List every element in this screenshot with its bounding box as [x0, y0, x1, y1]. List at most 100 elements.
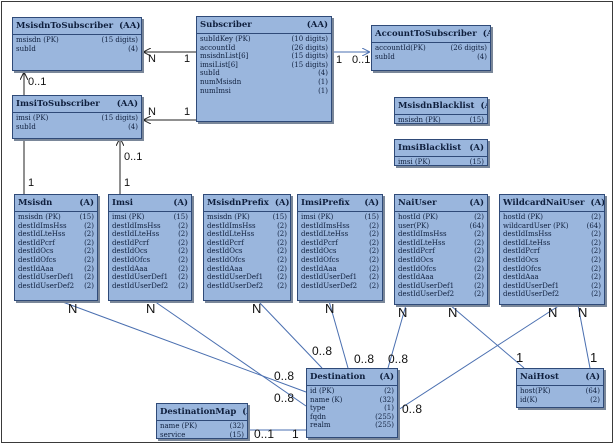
entity-msisdn-blacklist[interactable]: MsisdnBlacklist(A)msisdn (PK)(15): [394, 97, 488, 124]
attribute-row: destIdOcs(2): [18, 247, 94, 256]
attribute-size: (2): [84, 230, 94, 239]
attribute-name: destIdOfcs: [207, 255, 246, 264]
entity-destination[interactable]: Destination(A)id (PK)(2)name (K)(32)type…: [306, 368, 398, 438]
attribute-name: msisdn (PK): [207, 213, 250, 221]
attribute-row: destIdLteHss(2): [398, 239, 484, 248]
attribute-row: destIdPcrf (2): [301, 239, 379, 248]
entity-msisdn-to-subscriber[interactable]: MsisdnToSubscriber(AA)msisdn (PK)(15 dig…: [12, 17, 142, 71]
attribute-name: hostId (PK): [398, 213, 439, 221]
entity-imsi[interactable]: Imsi(A)imsi (PK)(15)destIdImsHss(2)destI…: [108, 194, 192, 301]
attribute-name: imsi (PK): [398, 158, 431, 166]
cardinality-label: N: [578, 305, 588, 320]
attribute-name: hostId (PK): [503, 213, 544, 221]
entity-attributes: accountId(PK)(26 digits)subId(4): [372, 43, 490, 62]
attribute-name: destIdAaa: [503, 273, 539, 282]
attribute-name: imsi (PK): [112, 213, 145, 221]
attribute-size: (255): [375, 421, 394, 430]
attribute-size: (2): [369, 238, 379, 247]
entity-name: Imsi: [112, 198, 133, 208]
attribute-size: (2): [369, 230, 379, 239]
attribute-size: (2): [474, 264, 484, 273]
entity-title: ImsiBlacklist(A): [395, 140, 487, 157]
entity-wildcard-nai-user[interactable]: WildcardNaiUser(A)hostId (PK)(2)wildcard…: [499, 194, 605, 305]
entity-imsi-blacklist[interactable]: ImsiBlacklist(A)imsi (PK)(15): [394, 139, 488, 166]
attribute-row: subId(4): [16, 123, 138, 132]
entity-destination-map[interactable]: DestinationMap(AA)name (PK)(32)service(1…: [156, 403, 248, 439]
attribute-name: destIdOcs: [18, 247, 54, 256]
attribute-size: (2): [369, 273, 379, 282]
entity-attributes: hostId (PK)(2)user(PK)(64)destIdImsHss(2…: [395, 212, 487, 300]
entity-type: (AA): [119, 21, 141, 31]
entity-type: (A): [590, 198, 605, 208]
entity-account-to-subscriber[interactable]: AccountToSubscriber(AA)accountId(PK)(26 …: [371, 25, 491, 71]
attribute-size: (2): [277, 230, 287, 239]
entity-title: MsisdnToSubscriber (AA): [13, 18, 141, 35]
attribute-name: destIdAaa: [301, 264, 337, 273]
attribute-row: destIdOfcs(2): [112, 256, 188, 265]
entity-type: (A): [469, 143, 484, 153]
entity-msisdn[interactable]: Msisdn(A)msisdn (PK)(15)destIdImsHss(2)d…: [14, 194, 98, 301]
attribute-row: hostId (PK) (2): [398, 213, 484, 222]
entity-nai-host[interactable]: NaiHost(A)host(PK)(64)id(K)(2): [516, 368, 604, 408]
attribute-row: user(PK)(64): [398, 222, 484, 231]
attribute-name: destIdImsHss: [18, 221, 67, 230]
attribute-name: destIdImsHss: [398, 230, 447, 239]
attribute-size: (2): [84, 221, 94, 230]
attribute-row: destIdImsHss(2): [112, 222, 188, 231]
cardinality-label: N: [325, 301, 335, 316]
attribute-row: destIdImsHss(2): [503, 230, 601, 239]
entity-msisdn-prefix[interactable]: MsisdnPrefix(A)msisdn (PK)(15)destIdImsH…: [203, 194, 291, 301]
attribute-size: (2): [178, 238, 188, 247]
attribute-name: destIdImsHss: [207, 221, 256, 230]
attribute-name: destIdUserDef1: [398, 281, 455, 290]
entity-name: ImsiPrefix: [301, 198, 350, 208]
attribute-row: accountId(26 digits): [200, 44, 328, 53]
attribute-size: (2): [277, 281, 287, 290]
entity-nai-user[interactable]: NaiUser(A)hostId (PK)(2)user(PK)(64)dest…: [394, 194, 488, 305]
attribute-name: destIdOfcs: [18, 255, 57, 264]
attribute-name: destIdPcrf: [301, 238, 338, 247]
attribute-row: destIdPcrf(2): [207, 239, 287, 248]
entity-attributes: id (PK)(2)name (K)(32)type(1)fqdn(255)re…: [307, 386, 397, 431]
attribute-size: (15): [272, 213, 287, 221]
attribute-size: (2): [474, 213, 484, 221]
attribute-size: (255): [375, 412, 394, 421]
attribute-row: destIdAaa(2): [503, 273, 601, 282]
entity-imsi-prefix[interactable]: ImsiPrefix(A)imsi (PK)(15)destIdImsHss(2…: [297, 194, 383, 301]
attribute-row: subIdKey (PK)(10 digits): [200, 35, 328, 44]
attribute-row: destIdOcs(2): [503, 256, 601, 265]
attribute-row: destIdUserDef1(2): [503, 282, 601, 291]
entity-subscriber[interactable]: Subscriber(AA)subIdKey (PK)(10 digits)ac…: [196, 16, 332, 122]
entity-title: ImsiToSubscriber(AA): [13, 96, 141, 113]
edge-wildcard-naihost: [577, 304, 591, 369]
attribute-name: destIdLteHss: [301, 230, 349, 239]
entity-attributes: subIdKey (PK)(10 digits)accountId(26 dig…: [197, 34, 331, 96]
cardinality-label: N: [398, 305, 408, 320]
entity-name: DestinationMap: [160, 407, 237, 417]
attribute-size: (1): [318, 77, 328, 86]
attribute-size: (2): [474, 281, 484, 290]
entity-name: NaiHost: [520, 372, 559, 382]
attribute-name: type: [310, 404, 326, 413]
attribute-size: (2): [84, 273, 94, 282]
entity-name: MsisdnToSubscriber: [16, 21, 114, 31]
cardinality-label: 1: [336, 54, 343, 66]
attribute-size: (2): [84, 264, 94, 273]
attribute-row: destIdOcs(2): [398, 256, 484, 265]
attribute-name: subId: [16, 122, 36, 131]
attribute-size: (32): [229, 422, 244, 430]
attribute-name: destIdPcrf: [207, 238, 244, 247]
entity-name: NaiUser: [398, 198, 437, 208]
attribute-size: (2): [84, 255, 94, 264]
edge-msisdnprefix-destination: [257, 300, 323, 369]
attribute-size: (15): [469, 116, 484, 124]
attribute-name: user(PK): [398, 221, 429, 230]
entity-imsi-to-subscriber[interactable]: ImsiToSubscriber(AA)imsi (PK)(15 digits)…: [12, 95, 142, 139]
attribute-row: destIdLteHss(2): [18, 230, 94, 239]
attribute-size: (2): [178, 281, 188, 290]
entity-type: (A): [173, 198, 188, 208]
attribute-name: subId: [16, 44, 36, 53]
attribute-size: (2): [178, 247, 188, 256]
cardinality-label: N: [252, 301, 262, 316]
cardinality-label: 1: [590, 350, 598, 365]
